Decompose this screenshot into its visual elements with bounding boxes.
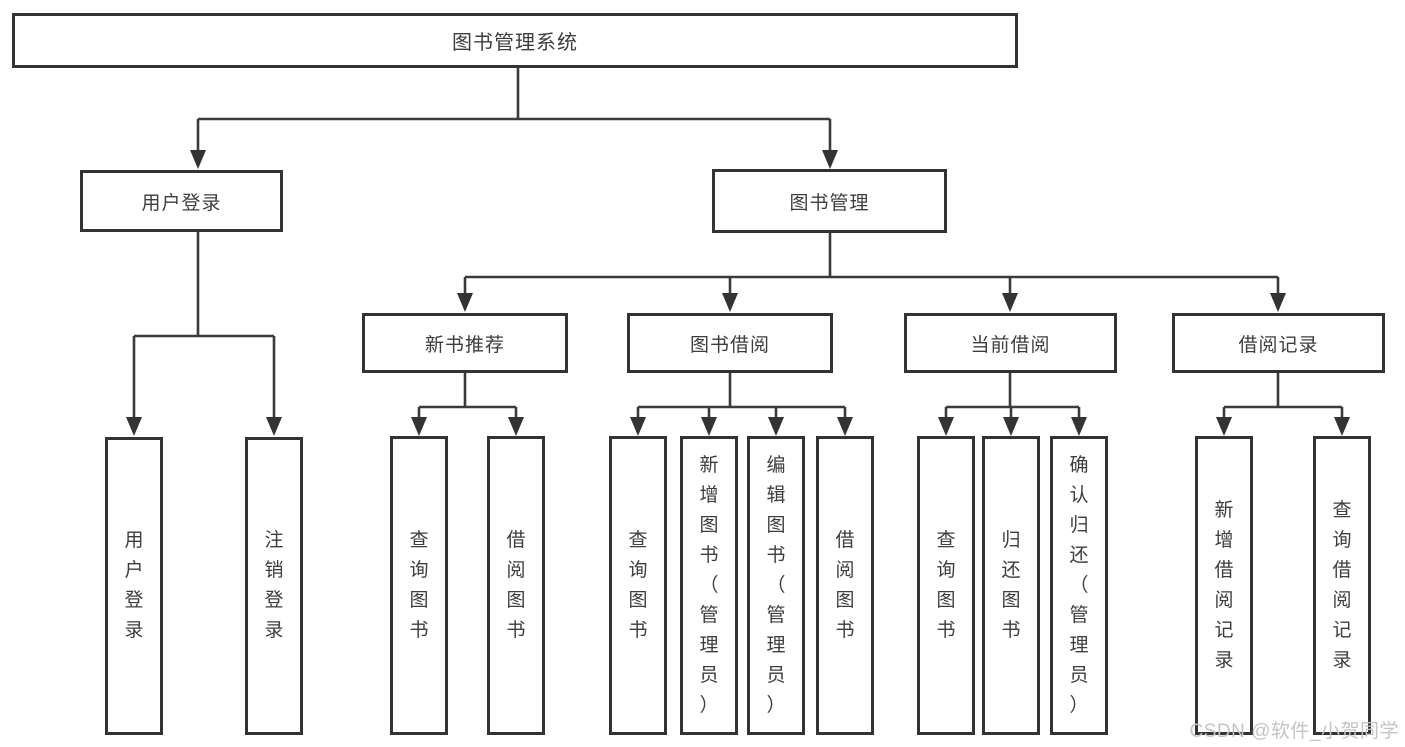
leaf-edit-books-admin: 编辑图书（管理员） <box>747 436 805 735</box>
node-book-management-label: 图书管理 <box>789 192 870 214</box>
leaf-newbook-query-books-label: 查询图书 <box>409 529 429 641</box>
leaf-borrow-query-books: 查询图书 <box>609 436 667 735</box>
node-new-book-recommend: 新书推荐 <box>362 313 568 373</box>
node-root-system: 图书管理系统 <box>12 13 1018 68</box>
node-root-label: 图书管理系统 <box>452 32 578 54</box>
node-borrow-records-label: 借阅记录 <box>1238 334 1319 356</box>
leaf-add-books-admin: 新增图书（管理员） <box>680 436 738 735</box>
leaf-edit-books-admin-label: 编辑图书（管理员） <box>766 454 786 716</box>
node-book-management: 图书管理 <box>712 169 947 233</box>
leaf-query-borrow-record-label: 查询借阅记录 <box>1332 499 1352 671</box>
leaf-current-query-books: 查询图书 <box>917 436 975 735</box>
leaf-newbook-borrow-books: 借阅图书 <box>487 436 545 735</box>
leaf-add-books-admin-label: 新增图书（管理员） <box>699 454 719 716</box>
leaf-add-borrow-record-label: 新增借阅记录 <box>1214 499 1234 671</box>
leaf-confirm-return-admin: 确认归还（管理员） <box>1050 436 1108 735</box>
leaf-logout: 注销登录 <box>245 437 303 735</box>
leaf-user-login: 用户登录 <box>105 437 163 735</box>
node-book-borrow: 图书借阅 <box>627 313 833 373</box>
leaf-return-books-label: 归还图书 <box>1001 529 1021 641</box>
leaf-confirm-return-admin-label: 确认归还（管理员） <box>1069 454 1089 716</box>
leaf-borrow-books: 借阅图书 <box>816 436 874 735</box>
node-new-book-recommend-label: 新书推荐 <box>424 334 505 356</box>
leaf-query-borrow-record: 查询借阅记录 <box>1313 436 1371 735</box>
node-user-login: 用户登录 <box>80 170 283 232</box>
node-current-borrow-label: 当前借阅 <box>970 334 1051 356</box>
node-user-login-label: 用户登录 <box>141 192 222 214</box>
leaf-borrow-query-books-label: 查询图书 <box>628 529 648 641</box>
node-borrow-records: 借阅记录 <box>1172 313 1385 373</box>
node-current-borrow: 当前借阅 <box>904 313 1117 373</box>
node-book-borrow-label: 图书借阅 <box>689 334 770 356</box>
csdn-watermark: CSDN @软件_小贺同学 <box>1189 721 1399 742</box>
leaf-borrow-books-label: 借阅图书 <box>835 529 855 641</box>
leaf-newbook-borrow-books-label: 借阅图书 <box>506 529 526 641</box>
leaf-logout-label: 注销登录 <box>264 530 284 641</box>
leaf-add-borrow-record: 新增借阅记录 <box>1195 436 1253 735</box>
leaf-current-query-books-label: 查询图书 <box>936 529 956 641</box>
leaf-return-books: 归还图书 <box>982 436 1040 735</box>
leaf-newbook-query-books: 查询图书 <box>390 436 448 735</box>
leaf-user-login-label: 用户登录 <box>124 530 144 641</box>
